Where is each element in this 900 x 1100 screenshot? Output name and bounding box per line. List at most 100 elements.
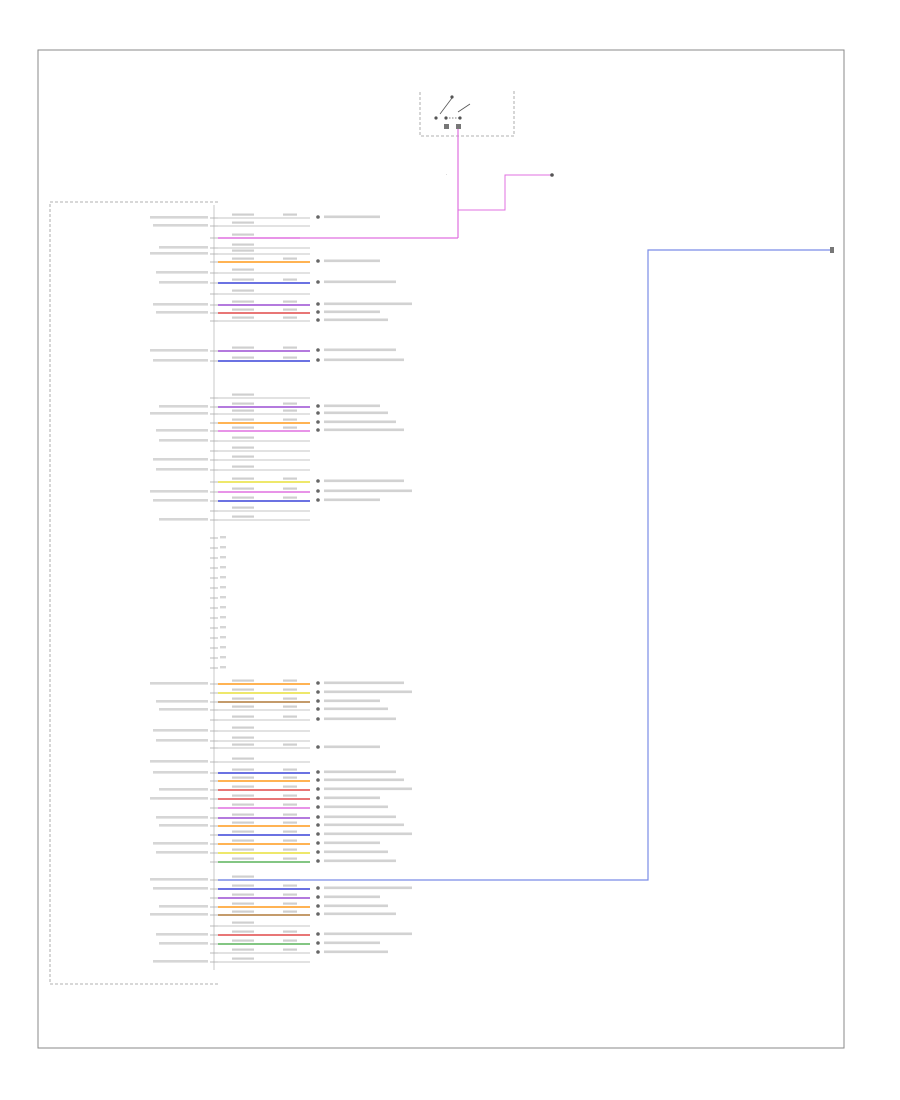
wire-row [150,409,388,415]
pin-label [159,405,208,408]
wire-color-tag [232,346,254,349]
wire-row [210,418,396,424]
circuit-tag [283,705,297,708]
wire-color-tag [232,857,254,860]
wire-row [210,921,310,927]
pin-label [156,700,208,703]
circuit-tag [283,316,297,319]
empty-pin-number [220,626,226,629]
wire-endpoint [316,832,320,836]
circuit-tag [283,213,297,216]
wire-color-tag [232,921,254,924]
wire-color-tag [232,848,254,851]
switch-arm [457,103,471,113]
wire-row [153,300,412,306]
wire-row [150,487,412,493]
empty-pin-ticks [210,536,226,669]
wire-color-tag [232,688,254,691]
wire-row [156,736,310,742]
wire-color-tag [232,705,254,708]
wire-row [159,821,404,827]
wire-endpoint [316,302,320,306]
wire-endpoint [316,841,320,845]
circuit-tag [283,794,297,797]
wire-row [150,213,380,219]
wire-color-tag [232,902,254,905]
pin-label [159,246,208,249]
wire-color-tag [232,957,254,960]
destination-label [324,841,380,845]
circuit-tag [283,409,297,412]
wire-row [153,356,404,362]
wire-endpoint [316,886,320,890]
wire-row [153,455,310,461]
pin-label [159,824,208,827]
circuit-tag [283,785,297,788]
wire-color-tag [232,426,254,429]
switch-contact-a [434,116,438,120]
destination-label [324,787,412,791]
wire-endpoint [316,420,320,424]
circuit-tag [283,776,297,779]
pin-label [150,797,208,800]
circuit-tag [283,308,297,311]
wire-endpoint [316,215,320,219]
wire-color-tag [232,794,254,797]
circuit-tag [283,813,297,816]
diagram-frame [37,49,845,1049]
circuit-tag [283,910,297,913]
wire-color-tag [232,289,254,292]
pin-label [156,851,208,854]
destination-label [324,404,380,408]
destination-label [324,215,380,219]
circuit-tag [283,278,297,281]
destination-label [324,411,388,415]
wire-color-tag [232,736,254,739]
wire-row [210,233,300,239]
circuit-tag [283,902,297,905]
pin-label [150,412,208,415]
pin-label [153,960,208,963]
wire-color-tag [232,221,254,224]
wire-row [153,839,380,845]
wire-row [153,221,310,227]
wire-endpoint [316,428,320,432]
wire-row [156,268,310,274]
circuit-tag [283,697,297,700]
pin-label [153,224,208,227]
destination-label [324,259,380,263]
wire-color-tag [232,743,254,746]
pin-label [159,439,208,442]
pin-label [150,252,208,255]
wire-row [159,515,310,521]
pink-branch-endpoint [550,173,554,177]
destination-label [324,796,380,800]
circuit-tag [283,679,297,682]
circuit-tag [283,477,297,480]
switch-contact-lever [439,97,453,115]
destination-label [324,428,404,432]
wire-row [156,813,396,819]
wire-color-tag [232,715,254,718]
circuit-tag [283,487,297,490]
destination-label [324,941,380,945]
wire-color-tag [232,697,254,700]
wire-color-tag [232,243,254,246]
wire-color-tag [232,930,254,933]
pin-label [159,942,208,945]
destination-label [324,699,380,703]
wire-color-tag [232,249,254,252]
wire-row [150,346,396,352]
empty-pin-number [220,536,226,539]
wire-row [159,902,388,908]
destination-label [324,904,388,908]
pin-label [150,760,208,763]
wire-endpoint [316,745,320,749]
pin-label [156,816,208,819]
empty-pin-number [220,576,226,579]
wire-row [153,726,310,732]
wire-endpoint [316,280,320,284]
wire-row [153,496,380,502]
pin-label [150,349,208,352]
